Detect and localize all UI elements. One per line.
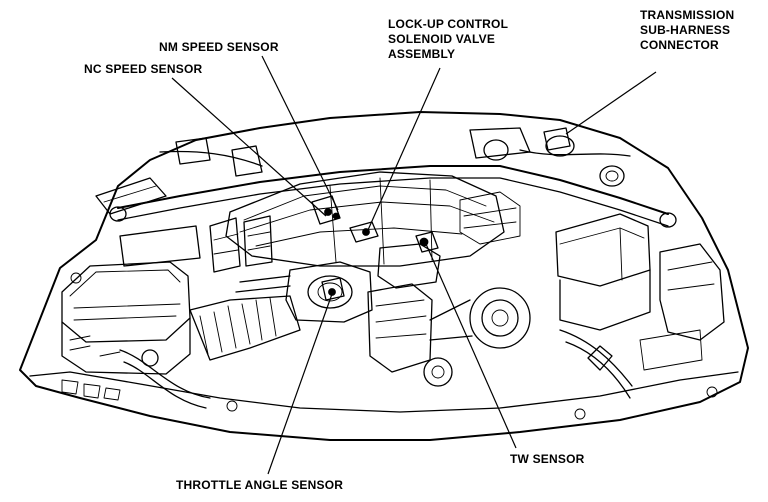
label-lockup-solenoid: LOCK-UP CONTROL SOLENOID VALVE ASSEMBLY	[388, 17, 508, 62]
nm-speed-sensor-text: NM SPEED SENSOR	[159, 40, 279, 54]
label-nm-speed-sensor: NM SPEED SENSOR	[159, 40, 279, 55]
leader-throttle-angle-sensor	[267, 293, 333, 475]
leader-lockup-solenoid	[367, 67, 441, 231]
transmission-connector-line-3: CONNECTOR	[640, 38, 719, 52]
leader-tw-sensor	[425, 243, 517, 449]
lockup-solenoid-line-3: ASSEMBLY	[388, 47, 456, 61]
leader-nm-speed-sensor	[261, 55, 339, 211]
lockup-solenoid-line-1: LOCK-UP CONTROL	[388, 17, 509, 31]
intake-duct	[189, 295, 301, 361]
throttle-body	[285, 261, 373, 323]
label-tw-sensor: TW SENSOR	[510, 452, 584, 467]
transmission-connector-line-2: SUB-HARNESS	[640, 23, 731, 37]
transmission-connector-line-1: TRANSMISSION	[640, 8, 735, 22]
label-nc-speed-sensor: NC SPEED SENSOR	[84, 62, 202, 77]
lockup-solenoid-line-2: SOLENOID VALVE	[388, 32, 496, 46]
tw-sensor-text: TW SENSOR	[510, 452, 585, 466]
leader-transmission-connector	[565, 71, 657, 135]
label-transmission-connector: TRANSMISSION SUB-HARNESS CONNECTOR	[640, 8, 734, 53]
leader-nc-speed-sensor	[171, 77, 327, 217]
engine-bay-outline	[19, 111, 749, 441]
intake-plenum	[225, 171, 505, 267]
throttle-angle-sensor-text: THROTTLE ANGLE SENSOR	[176, 478, 344, 492]
label-throttle-angle-sensor: THROTTLE ANGLE SENSOR	[176, 478, 343, 493]
fuse-box	[555, 213, 651, 287]
strut-bar	[117, 165, 669, 215]
nc-speed-sensor-text: NC SPEED SENSOR	[84, 62, 203, 76]
air-box	[61, 261, 191, 343]
